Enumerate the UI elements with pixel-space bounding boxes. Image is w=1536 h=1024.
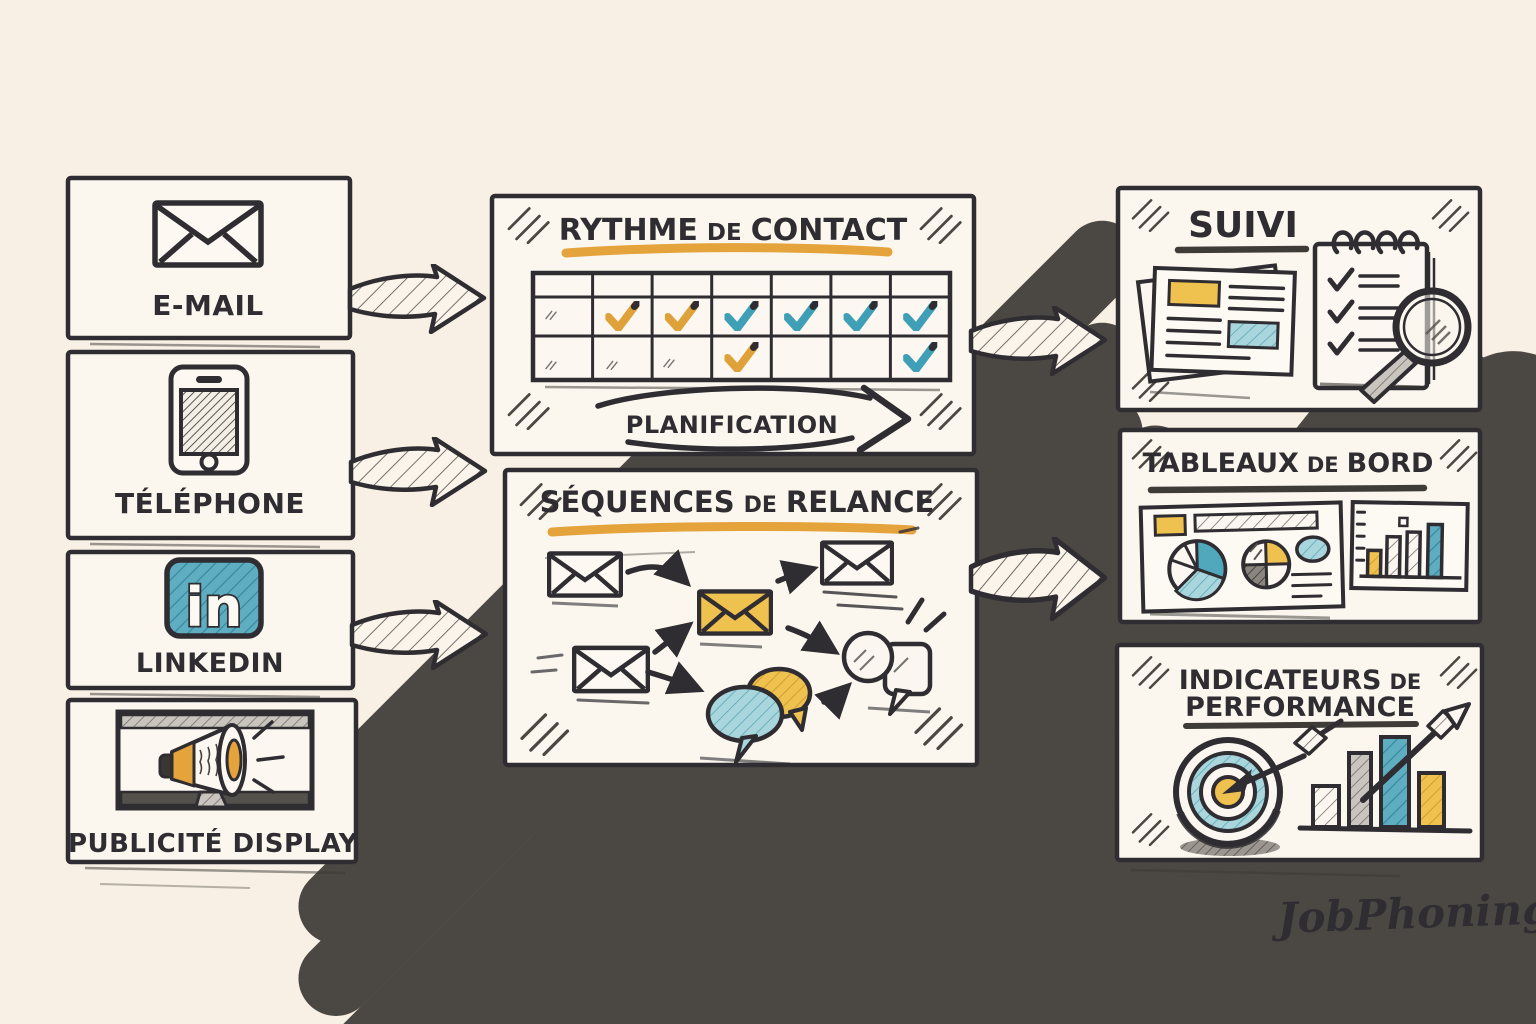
channel-card-email: E-MAIL bbox=[65, 175, 1536, 1024]
envelope-icon bbox=[155, 203, 261, 265]
linkedin-logo-text: in bbox=[186, 576, 243, 639]
suivi-title-underline bbox=[1174, 245, 1310, 254]
target-with-dart-icon bbox=[1173, 718, 1344, 856]
pie-chart-3 bbox=[1295, 535, 1331, 563]
planification-arrow: PLANIFICATION bbox=[595, 384, 1536, 1024]
sequence-envelope-2-icon bbox=[822, 543, 892, 584]
sequence-flow-arrows bbox=[625, 549, 853, 720]
rythme-title-underline bbox=[561, 243, 893, 258]
linkedin-icon: in bbox=[164, 557, 264, 641]
smartphone-icon bbox=[168, 364, 250, 476]
pie-chart-1 bbox=[1167, 539, 1228, 602]
chat-bubbles-colored-icon bbox=[699, 666, 813, 766]
indicateurs-title-underline bbox=[1183, 721, 1419, 729]
channel-card-display: PUBLICITÉ DISPLAY bbox=[65, 697, 1536, 1024]
planification-label: PLANIFICATION bbox=[626, 411, 838, 439]
dashboard-panel-icon bbox=[1138, 500, 1346, 614]
indicateurs-title-line2: PERFORMANCE bbox=[1185, 692, 1415, 723]
suivi-card: SUIVI bbox=[1115, 185, 1483, 413]
display-label: PUBLICITÉ DISPLAY bbox=[68, 827, 359, 859]
pie-chart-2 bbox=[1241, 539, 1292, 590]
mini-bar-chart-icon bbox=[1349, 499, 1470, 593]
channel-card-linkedin: in LINKEDIN bbox=[65, 549, 1536, 1024]
telephone-label: TÉLÉPHONE bbox=[115, 486, 305, 520]
sequence-envelope-1-icon bbox=[549, 553, 621, 595]
suivi-title: SUIVI bbox=[1188, 205, 1298, 246]
email-label: E-MAIL bbox=[152, 289, 264, 322]
chat-bubbles-white-icon bbox=[841, 597, 947, 716]
tableaux-title-underline bbox=[1147, 484, 1428, 494]
magnifier-icon bbox=[1359, 287, 1472, 404]
megaphone-display-icon bbox=[115, 709, 315, 811]
sequence-envelope-orange-icon bbox=[699, 591, 771, 633]
growth-bar-chart-icon bbox=[1297, 702, 1473, 834]
sequence-envelope-3-icon bbox=[574, 648, 648, 691]
linkedin-label: LINKEDIN bbox=[136, 648, 284, 679]
sequences-title-underline bbox=[547, 521, 917, 537]
logo-text: JobPhoning bbox=[1270, 884, 1536, 943]
channel-card-telephone: TÉLÉPHONE bbox=[65, 349, 1536, 1024]
calendar-grid bbox=[530, 270, 1536, 1024]
report-document-icon bbox=[1135, 263, 1297, 400]
